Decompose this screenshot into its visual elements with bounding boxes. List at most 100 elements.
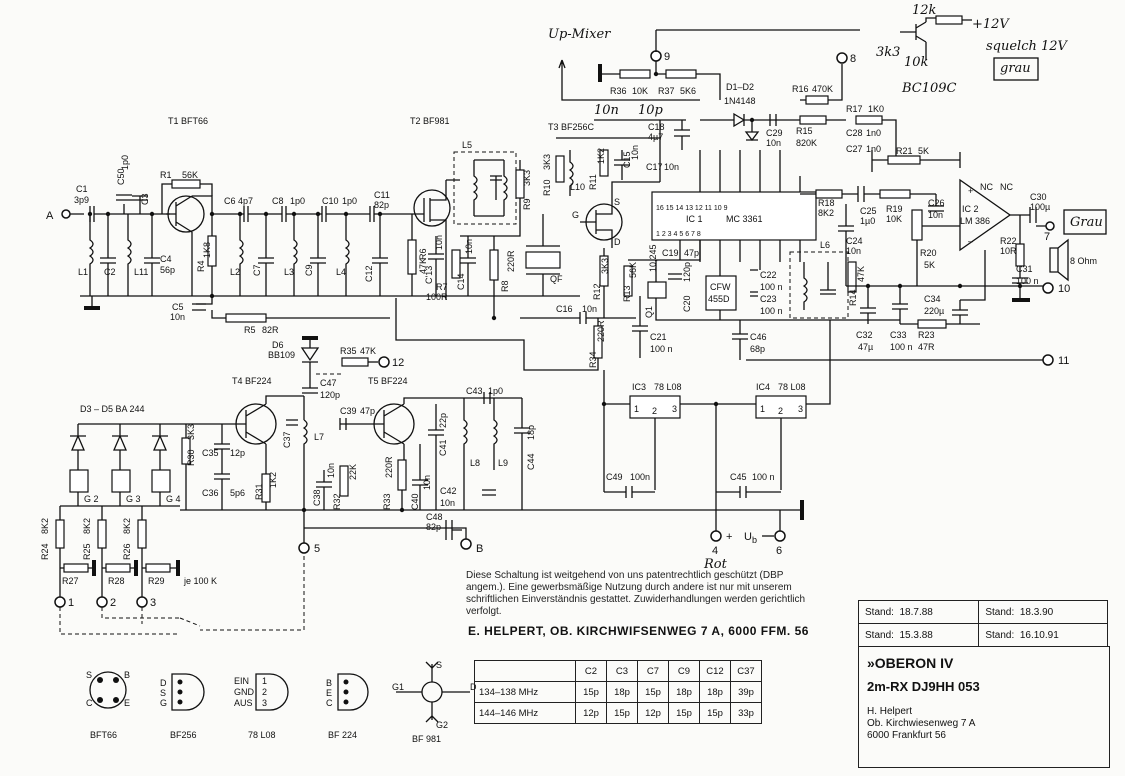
terminal-a-label: A [46, 210, 54, 222]
r11-value: 1K2 [596, 148, 606, 164]
t3-drain-label: D [614, 237, 621, 247]
c24-label: C24 [846, 236, 863, 246]
pinout-bft66 [89, 671, 127, 709]
c33-value: 100 n [890, 342, 913, 352]
g2-label: G 2 [84, 494, 99, 504]
r35-value: 47K [360, 346, 376, 356]
pinout-78l08 [255, 673, 289, 711]
t4-label: T4 BF224 [232, 376, 272, 386]
c29-label: C29 [766, 128, 783, 138]
svg-text:1 2 3 4 5 6 7 8: 1 2 3 4 5 6 7 8 [656, 231, 701, 238]
c8-value: 1p0 [290, 196, 305, 206]
bandpass-filter: C6 4p7 C8 1p0 C10 1p0 C11 82p L2 C7 L3 C… [222, 190, 406, 297]
r19-label: R19 [886, 204, 903, 214]
c41-value: 22p [438, 413, 448, 428]
r8-label: R8 [500, 280, 510, 292]
78l08-pin-ein: EIN [234, 676, 249, 686]
r7-label: R7 [436, 282, 448, 292]
r8-value: 220R [506, 250, 516, 272]
r33-label: R33 [382, 493, 392, 510]
table-cell: 15p [699, 702, 731, 724]
t2-bf981-stage: T2 BF981 R6 47K C'13 10n R7 100R C14 10n… [392, 116, 532, 318]
c17-value: 10n [664, 162, 679, 172]
c22-value: 100 n [760, 282, 783, 292]
bf981-name: BF 981 [412, 734, 441, 744]
c16-value: 10n [582, 304, 597, 314]
r5-label: R5 [244, 325, 256, 335]
address-line-1: H. Helpert [867, 706, 913, 717]
crystal-q1 [647, 281, 667, 299]
bf224-pin-b: B [326, 678, 332, 688]
terminal-11-label: 11 [1058, 355, 1069, 367]
l11-label: L11 [134, 267, 148, 277]
78l08-pin-2: 2 [262, 687, 267, 697]
handwritten-rot: Rot [703, 557, 728, 572]
qf-label: QF [550, 274, 563, 284]
antenna-input-section: A C1 3p9 L1 C2 C50 1p0 C3 L11 C4 56p [46, 155, 222, 310]
c15-value: 10n [630, 145, 640, 160]
c27-value: 1n0 [866, 144, 881, 154]
c28-label: C28 [846, 128, 863, 138]
c50-value: 1p0 [120, 155, 130, 170]
c15-label: C15 [622, 151, 632, 168]
nc1-label: NC [980, 182, 993, 192]
t3-source-label: S [614, 197, 620, 207]
r32-value: 22K [348, 464, 358, 480]
terminal-4 [710, 530, 722, 542]
c1-value: 3p9 [74, 195, 89, 205]
cfw-filter [705, 275, 737, 311]
r16-label: R16 [792, 84, 809, 94]
terminal-a [61, 209, 71, 219]
c45-value: 100 n [752, 472, 775, 482]
ub-label: U [744, 531, 752, 543]
r12-value: 3K3 [600, 258, 610, 274]
c11-label: C11 [374, 190, 390, 200]
c34-value: 220µ [924, 306, 944, 316]
r14-value: 47K [856, 266, 866, 282]
table-cell: 12p [575, 702, 607, 724]
c7-label: C7 [252, 264, 262, 276]
r16-value: 470K [812, 84, 833, 94]
r30-value: 3K3 [186, 424, 196, 440]
crystal-filter-t3: QF C16 10n T3 BF256C G S D L10 R10 3K3 R… [395, 122, 701, 371]
c26-label: C26 [928, 198, 945, 208]
c35-label: C35 [202, 448, 219, 458]
handwritten-3k3: 3k3 [876, 45, 900, 60]
r17-value: 1K0 [868, 104, 884, 114]
pinout-bf256 [171, 673, 205, 711]
terminal-9-label: 9 [664, 51, 670, 63]
l4-label: L4 [336, 267, 346, 277]
r5-value: 82R [262, 325, 279, 335]
table-header [474, 660, 576, 682]
crystal-g3 [111, 469, 131, 493]
c14-label: C14 [456, 273, 466, 290]
revision-table: Stand: 18.7.88 Stand: 18.3.90 Stand: 15.… [857, 600, 1108, 647]
handwritten-plus12v: +12V [972, 17, 1010, 32]
c34-label: C34 [924, 294, 941, 304]
c13-label: C'13 [424, 266, 434, 284]
power-supply-section: IC3 78 L08 1 2 3 IC4 78 L08 1 2 3 C49 10… [603, 320, 831, 572]
c36-value: 5p6 [230, 488, 245, 498]
c24-value: 10n [846, 246, 861, 256]
c49-label: C49 [606, 472, 623, 482]
c47-label: C47 [320, 378, 337, 388]
c6-label: C6 [224, 196, 236, 206]
c48-value: 82p [426, 522, 441, 532]
ic1-value: MC 3361 [726, 214, 763, 224]
speaker-label: 8 Ohm [1070, 256, 1097, 266]
r25-value: 8K2 [82, 518, 92, 534]
table-header: C12 [699, 660, 731, 682]
r15-value: 820K [796, 138, 817, 148]
c16-label: C16 [556, 304, 573, 314]
c9-label: C9 [304, 264, 314, 276]
terminal-3 [136, 596, 148, 608]
table-header: C3 [606, 660, 638, 682]
t3-gate-label: G [572, 210, 579, 220]
r10-value: 3K3 [542, 154, 552, 170]
r30-label: R30 [186, 449, 196, 466]
terminal-12 [378, 356, 390, 368]
author-line: E. HELPERT, OB. KIRCHWIFSENWEG 7 A, 6000… [468, 624, 809, 638]
c21-value: 100 n [650, 344, 673, 354]
t2-label: T2 BF981 [410, 116, 450, 126]
